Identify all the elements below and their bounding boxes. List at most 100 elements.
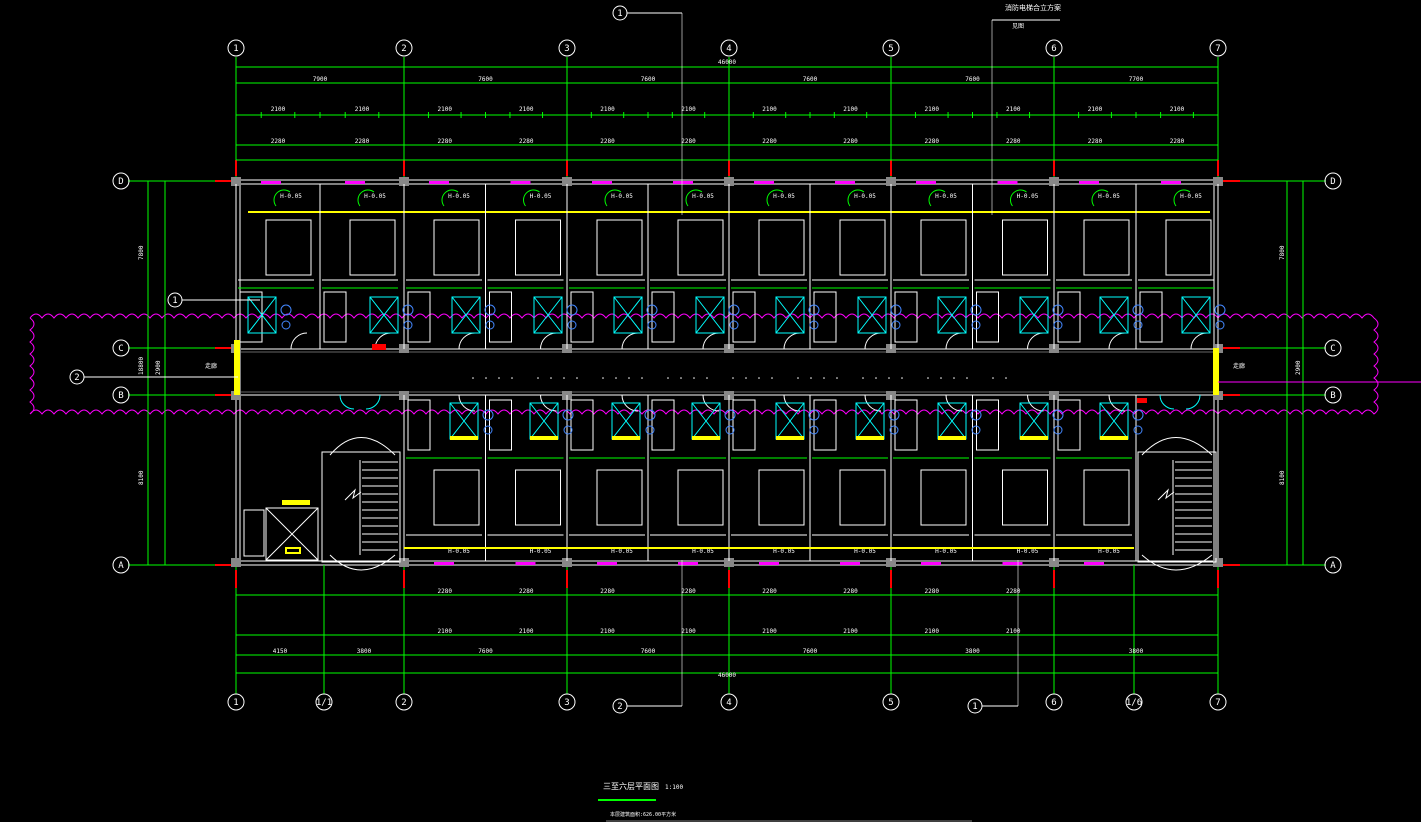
basin-icon [971,425,981,435]
basin-icon [563,425,573,435]
corridor-dot [732,377,734,379]
corridor-dot [537,377,539,379]
toilet-icon [808,409,820,421]
subdim-bottom: 2280 [600,588,615,595]
bay-dim-bottom: 3800 [357,648,372,655]
column [231,558,241,567]
subdim-top-2: 2280 [1170,138,1185,145]
subdim-top: 2100 [271,106,286,113]
elevator-shaft [243,500,319,561]
axis-label-top: 5 [888,44,893,54]
title-block: 三至六层平面图 1:100 本层建筑面积:626.00平方米 [598,781,972,822]
door-arc [1190,332,1208,350]
axis-label-left: B [118,391,123,401]
column [1049,177,1059,186]
axis-bubble-right [1324,386,1342,404]
callout-left-2: 2 [69,369,238,385]
bay-dim-top: 7600 [965,76,980,83]
callout-left-1-label: 1 [172,296,177,306]
bed [758,219,805,276]
elevation-label-top: H-0.05 [854,193,876,200]
corridor-dot [706,377,708,379]
corridor-dot [797,377,799,379]
door-arc-bottom [458,394,476,412]
bay-dim-top: 7600 [803,76,818,83]
bath-sill [450,436,478,440]
door-arc [783,332,801,350]
bay-dim-top: 7700 [1129,76,1144,83]
bath-diag [449,402,479,440]
drawing-scale: 1:100 [665,784,683,791]
subdim-bottom-2: 2100 [600,628,615,635]
axis-bubble-left [112,556,130,574]
subdim-top: 2100 [600,106,615,113]
red-marker-2 [1137,398,1147,403]
subdim-bottom: 2280 [925,588,940,595]
subdim-bottom-2: 2100 [762,628,777,635]
closet-bottom [732,399,756,451]
axis-bubble-bottom [1045,693,1063,711]
dimension-lines-top [236,66,1218,161]
corridor-label: 走廊 [205,362,217,370]
bath-tile [533,296,563,334]
subdim-top-2: 2280 [925,138,940,145]
bay-dim-top: 7600 [478,76,493,83]
corridor-dot [602,377,604,379]
dimension-lines-bottom [236,594,1218,674]
column [724,177,734,186]
balcony-door [604,189,622,207]
bath-tile [369,296,399,334]
closet [813,291,837,343]
callout-top-1-label: 1 [617,9,622,19]
building-outline [235,179,1219,566]
door-arc-bottom [864,394,882,412]
closet-bottom [489,399,512,451]
corridor-dot [641,377,643,379]
axis-label-left: C [118,344,123,354]
axis-label-left: A [118,561,124,571]
bed [515,219,561,276]
closet-bottom [1057,399,1081,451]
axis-label-right: B [1330,391,1335,401]
corridor-dot [836,377,838,379]
window-mark [345,181,365,184]
window-mark-bottom [1002,562,1023,565]
dim-side-3: 8100 [138,470,145,485]
closet [407,291,431,343]
axis-bubble-top [720,39,738,57]
balcony-door [441,189,459,207]
bath-sill [612,436,640,440]
bay-dim-bottom: 4150 [273,648,288,655]
basin-icon [647,320,657,330]
bath-diag [695,296,725,334]
axis-label-top: 4 [726,44,731,54]
window-mark [1161,181,1181,184]
balcony-door [357,189,375,207]
subdim-top: 2100 [762,106,777,113]
subdim-bottom-2: 2100 [438,628,453,635]
elevation-label-bottom: H-0.05 [530,548,552,555]
bed-bottom [677,469,724,526]
door-arc-bottom [702,394,720,412]
drawing-note: 本层建筑面积:626.00平方米 [610,811,676,818]
subdim-bottom: 2280 [843,588,858,595]
axis-bubble-left [112,339,130,357]
subdim-top: 2100 [519,106,534,113]
axis-label-bottom: 1/1 [316,698,332,708]
column [399,177,409,186]
axis-label-top: 2 [401,44,406,54]
door-arc [864,332,882,350]
balcony-door [1091,189,1109,207]
axis-label-top: 1 [233,44,238,54]
corridor-dot [758,377,760,379]
axis-bubble-top [1209,39,1227,57]
double-door [339,394,381,410]
toilet-icon [970,304,982,316]
dim-side-3-right: 8100 [1279,470,1286,485]
window-mark [429,181,449,184]
window-mark [916,181,936,184]
basin-icon [729,320,739,330]
elevation-label-top: H-0.05 [1180,193,1202,200]
